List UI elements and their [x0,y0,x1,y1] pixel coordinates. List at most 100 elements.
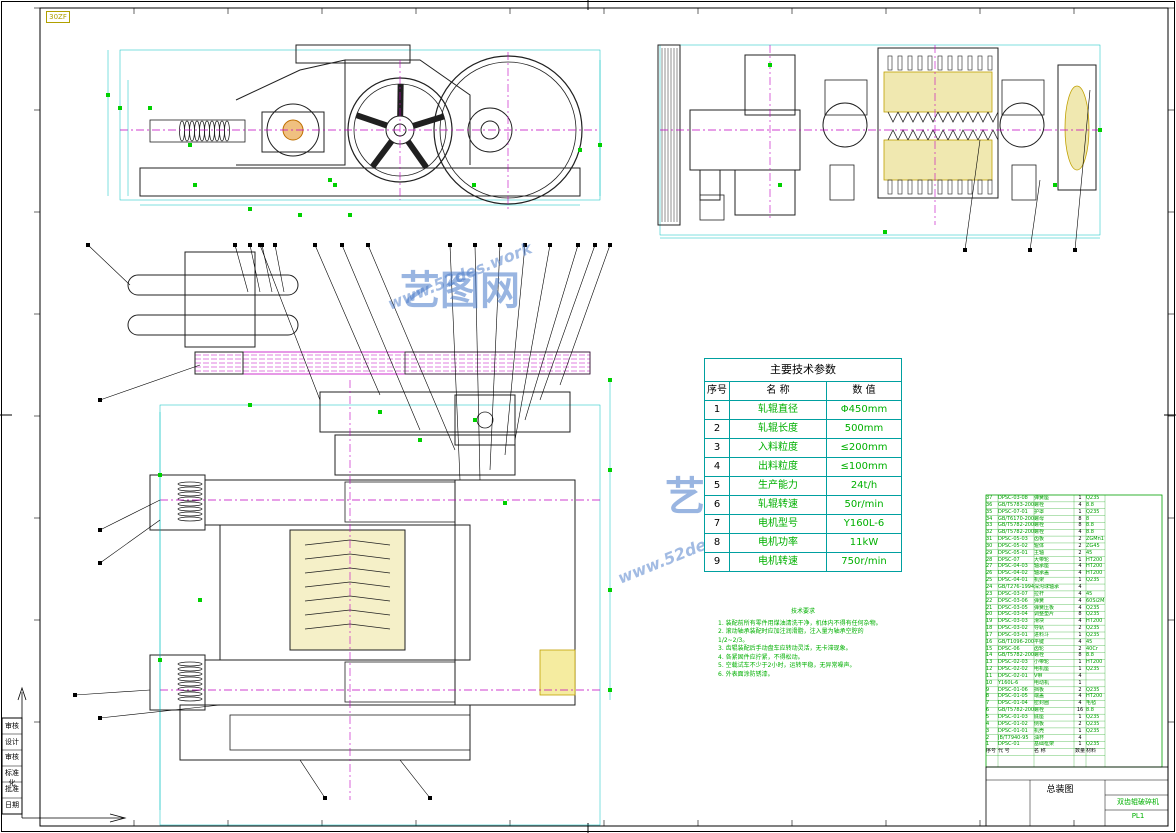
leader-line [559,244,611,386]
tech-params-cell-name: 入料粒度 [730,439,827,457]
plan-bearing-bolt [476,411,494,429]
dimension-marker [883,230,887,234]
bom-cell-name: 拉杆 [1034,590,1045,597]
side-pedestal-left [829,164,855,201]
leader-balloon [523,243,527,247]
tech-params-cell-no: 1 [705,401,730,419]
bom-cell-code: DPSC-05-02 [998,542,1028,549]
bom-header-code: 代 号 [998,748,1010,755]
detail-belt-pulley-right [404,351,591,375]
bom-cell-qty: 1 [1078,714,1082,720]
dimension-marker [472,183,476,187]
bom-cell-name: 基础框架 [1034,741,1055,748]
bom-cell-qty: 2 [1078,536,1082,543]
bom-cell-code: DPSC-04-02 [998,570,1028,577]
side-roller-tooth-bot-ext [987,179,993,195]
bom-cell-qty: 1 [1078,727,1082,734]
bom-cell-code: DPSC-07 [998,556,1020,563]
bom-cell-no: 20 [986,611,993,618]
bom-cell-qty: 4 [1078,501,1082,508]
bom-cell-name: 螺栓 [1034,529,1045,536]
bom-cell-code: DPSC-03-03 [998,618,1028,625]
leader-line [449,244,461,481]
bom-cell-name: 电机座 [1034,666,1050,673]
side-roller-tooth-bottom [977,129,989,141]
bom-cell-qty: 1 [1078,666,1082,673]
dimension-marker [198,598,202,602]
plan-spring-coil-lower [177,671,203,677]
side-roller-tooth-bottom [887,129,899,141]
bom-cell-no: 34 [986,515,993,522]
dimension-marker [608,588,612,592]
dimension-marker [578,148,582,152]
side-roller-tooth-top [917,111,929,123]
bom-cell-no: 13 [986,659,993,666]
dimension-marker [193,183,197,187]
bom-cell-no: 1 [986,741,990,748]
bom-cell-name: 螺栓 [1034,652,1045,659]
bom-cell-mat: Q235 [1086,714,1100,720]
side-roller-tooth-top-ext [987,55,993,71]
bom-cell-name: 弹簧压板 [1034,604,1055,611]
leader-balloon [1028,248,1032,252]
header-no: 序号 [705,382,730,400]
bom-cell-name: 侧板 [1034,720,1045,727]
dimension-marker [608,468,612,472]
dimension-marker [608,688,612,692]
bom-cell-no: 29 [986,549,993,556]
plan-spring-coil-upper [177,481,203,487]
tech-note-line: 3. 齿辊装配后手动盘车应转动灵活，无卡滞现象。 [718,645,852,652]
front-spring-coil [199,120,205,142]
bom-cell-name: 挡板 [1034,686,1045,693]
side-roller-tooth-bot-ext [967,179,973,195]
bom-cell-code: GB/T5782-2000 [998,529,1034,536]
bom-cell-code: GB/T5782-2000 [998,652,1034,659]
plan-bearing-lower [344,661,456,703]
front-gear-spoke [412,113,445,129]
leader-balloon [473,243,477,247]
watermark-brand-1: 艺图网 [400,268,520,314]
front-spring-coil [184,120,190,142]
side-roller-tooth-top [937,111,949,123]
side-roller-tooth-top [967,111,979,123]
tech-params-cell-name: 轧辊转速 [730,496,827,514]
leader-balloon [233,243,237,247]
plan-spring-coil-lower [177,681,203,687]
plan-spring-lower [149,654,206,711]
bom-cell-no: 5 [986,714,990,720]
bom-cell-qty: 4 [1078,583,1082,590]
leader-balloon [248,243,252,247]
leader-line [314,244,381,396]
leader-balloon [98,398,102,402]
side-motor-pedestal [699,194,725,221]
tech-params-cell-value: ≤200mm [840,442,888,453]
bom-header-name: 名 称 [1034,748,1046,755]
side-roller-tooth-bottom [987,129,999,141]
bom-cell-no: 33 [986,522,993,529]
leader-balloon [340,243,344,247]
front-bearing-block [261,111,325,153]
side-motor-body [689,109,801,171]
leader-line [99,519,161,564]
front-spring-coil [179,120,185,142]
front-gear-spoke [355,112,388,129]
bom-cell-no: 28 [986,556,993,563]
bom-cell-qty: 4 [1078,570,1082,577]
leader-line [259,244,321,401]
leader-balloon [98,528,102,532]
front-spring-coil [224,120,230,142]
